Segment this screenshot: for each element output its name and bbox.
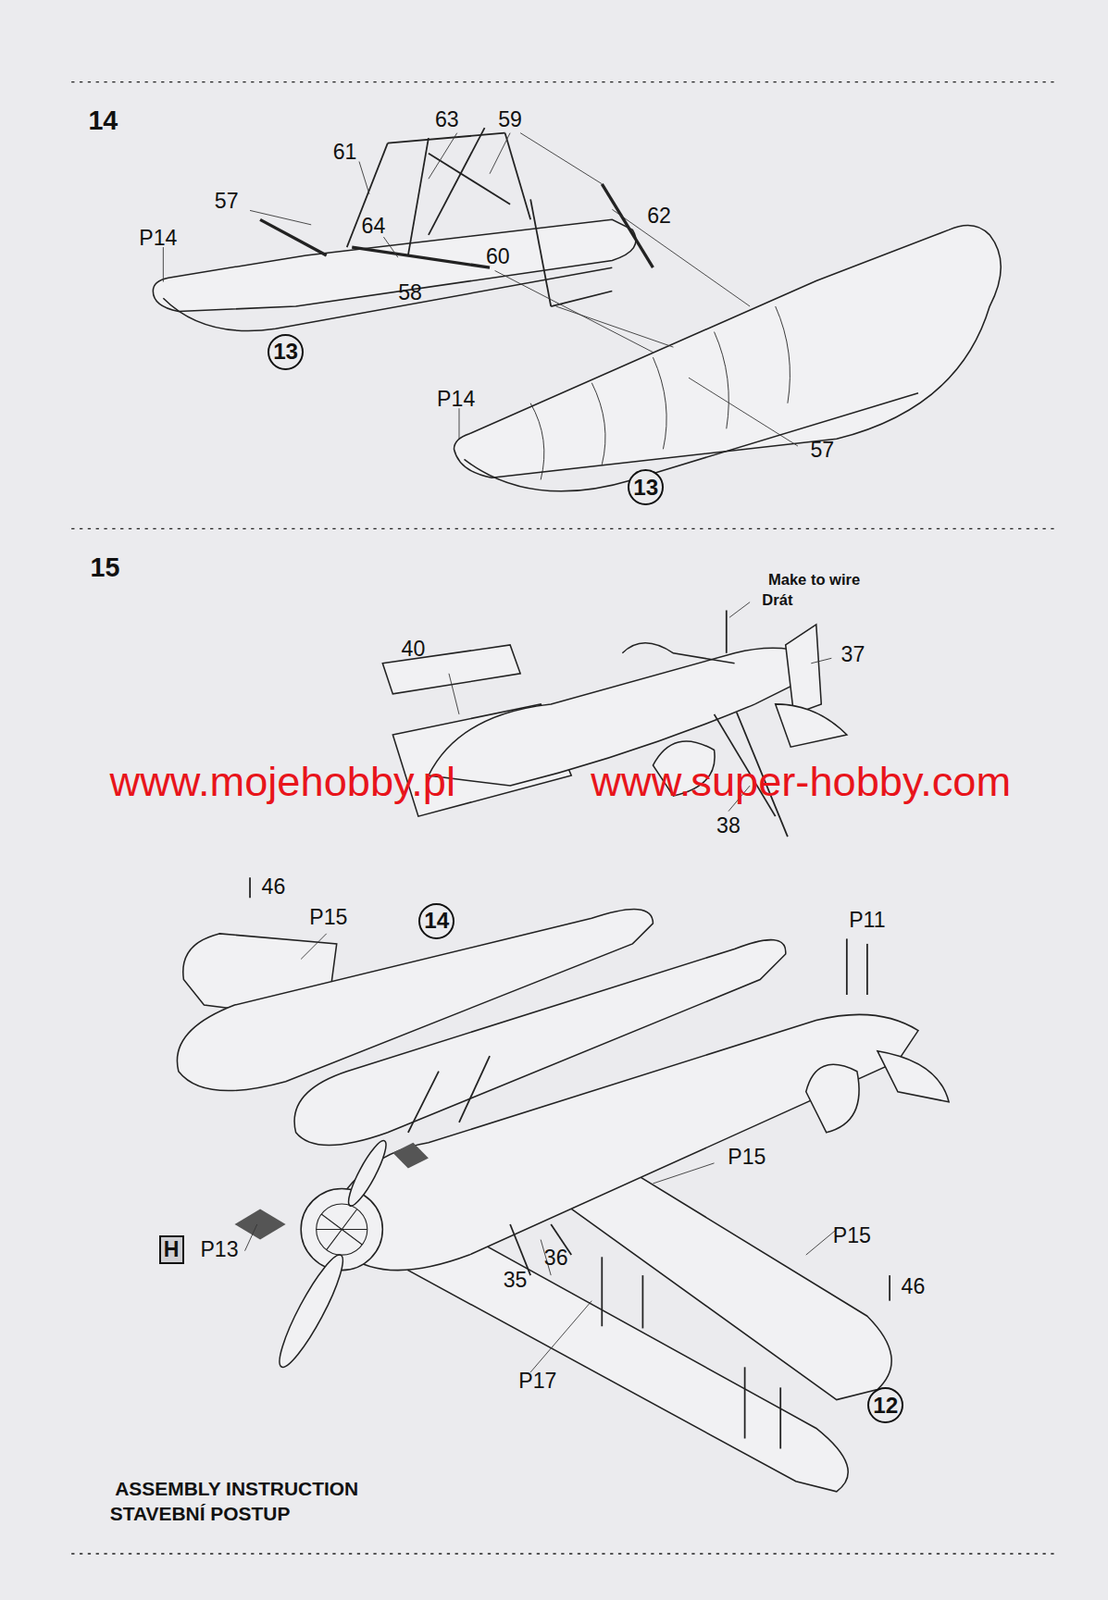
footer-title: STAVEBNÍ POSTUP (110, 1504, 291, 1524)
callout-number: 46 (261, 876, 287, 898)
callout-number: P17 (518, 1371, 557, 1394)
watermark: www.super-hobby.com (590, 761, 1011, 804)
callout-number: 62 (647, 205, 672, 227)
callout-number: 38 (716, 815, 741, 837)
callout-number: 61 (333, 142, 358, 164)
node-text: 13 (633, 476, 659, 499)
callout-number: 59 (497, 109, 523, 131)
node-text: 14 (423, 909, 449, 933)
callout-number: 63 (435, 109, 460, 131)
step-reference-circle: 13 (627, 469, 664, 506)
callout-number: P15 (833, 1225, 872, 1247)
callout-number: 57 (810, 440, 835, 462)
footer-title: ASSEMBLY INSTRUCTION (114, 1480, 359, 1500)
callout-number: P14 (138, 227, 177, 249)
node-text: H (163, 1239, 180, 1261)
callout-number: 58 (398, 283, 423, 305)
callout-number: 60 (485, 246, 511, 268)
step-reference-circle: 13 (267, 334, 304, 371)
callout-number: 37 (841, 644, 866, 666)
watermark: www.mojehobby.pl (110, 761, 456, 804)
callout-number: Drát (761, 593, 793, 610)
callout-number: 35 (503, 1270, 528, 1293)
callout-number: Make to wire (768, 572, 860, 589)
step-reference-circle: 12 (867, 1387, 904, 1424)
callout-number: 15 (90, 554, 121, 582)
callout-number: P11 (848, 910, 885, 933)
decal-marker-box: H (159, 1235, 185, 1265)
callout-number: 36 (544, 1248, 569, 1270)
callout-number: 46 (901, 1276, 926, 1298)
callout-number: P13 (199, 1240, 238, 1262)
callout-number: 64 (361, 215, 386, 237)
callout-number: P15 (309, 907, 348, 929)
callout-number: P14 (436, 388, 475, 411)
step-reference-circle: 14 (418, 903, 455, 940)
callout-number: P15 (727, 1146, 766, 1169)
node-text: 13 (273, 340, 299, 363)
callout-number: 57 (214, 191, 239, 213)
callout-number: 40 (401, 639, 426, 661)
callout-number: 14 (87, 107, 118, 135)
node-text: 12 (872, 1394, 898, 1418)
